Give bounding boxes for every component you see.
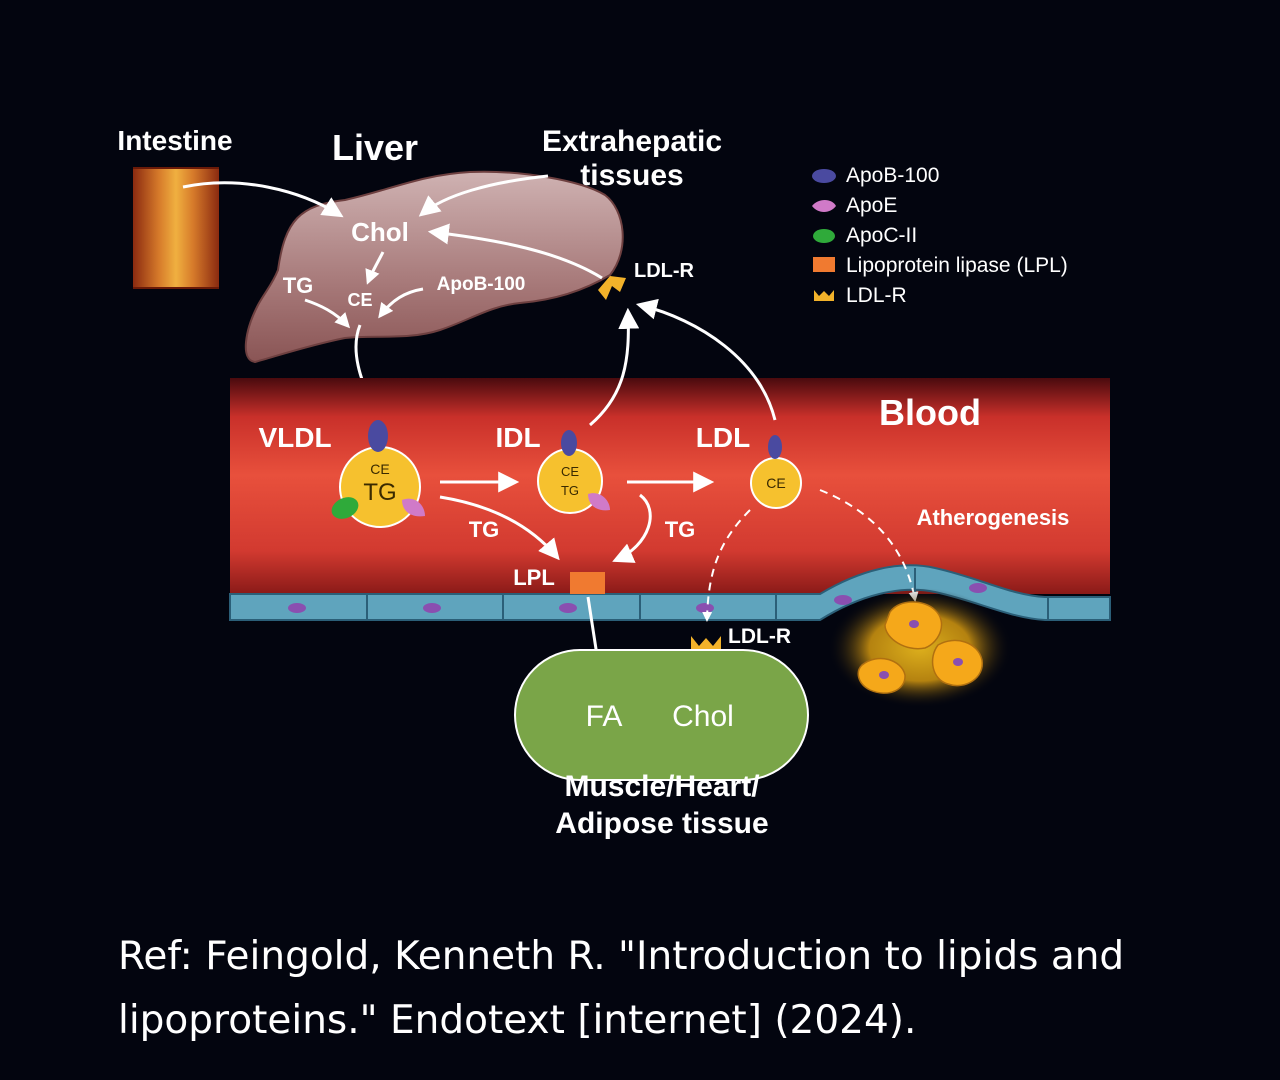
liver-ldlr-label: LDL-R	[634, 260, 695, 282]
liver-ldl-receptor-icon	[598, 276, 626, 300]
lpl-label: LPL	[513, 565, 555, 590]
legend: ApoB-100 ApoE ApoC-II Lipoprotein lipase…	[812, 164, 1068, 307]
vldl-tg-label: TG	[363, 479, 396, 506]
citation: Ref: Feingold, Kenneth R. "Introduction …	[118, 925, 1218, 1053]
liver-tg-label: TG	[283, 273, 314, 298]
liver-arrows	[182, 174, 603, 414]
tissue-chol-label: Chol	[672, 700, 734, 733]
blood-label: Blood	[879, 392, 981, 433]
ldl-particle: CE	[750, 435, 802, 509]
peripheral-tissue	[514, 649, 809, 781]
legend-item-ldlr: LDL-R	[846, 284, 907, 307]
legend-item-apob100: ApoB-100	[846, 164, 939, 187]
vldl-label: VLDL	[258, 422, 331, 453]
legend-item-apoe: ApoE	[846, 194, 897, 217]
legend-apob100-icon	[812, 169, 836, 183]
tg-left-label: TG	[469, 517, 500, 542]
liver	[244, 170, 624, 364]
vldl-apoe-icon	[402, 498, 425, 517]
legend-item-lpl: Lipoprotein lipase (LPL)	[846, 254, 1068, 277]
idl-particle: CE TG	[537, 430, 610, 514]
ldl-label: LDL	[696, 422, 750, 453]
idl-ce-label: CE	[561, 464, 579, 479]
legend-lpl-icon	[813, 257, 835, 272]
liver-ce-label: CE	[347, 290, 372, 310]
vldl-particle: CE TG	[331, 420, 425, 528]
vldl-apoc2-icon	[331, 497, 359, 519]
idl-apoe-icon	[588, 493, 610, 511]
foam-cells	[828, 588, 1012, 708]
legend-ldlr-icon	[814, 290, 834, 301]
extrahepatic-label-line1: Extrahepatic	[542, 125, 722, 158]
tissue-ldlr-label: LDL-R	[728, 625, 791, 648]
ldl-apob100-icon	[768, 435, 782, 459]
ldl-ce-label: CE	[766, 475, 785, 491]
legend-item-apoc2: ApoC-II	[846, 224, 917, 247]
liver-chol-label: Chol	[351, 217, 409, 247]
idl-tg-label: TG	[561, 483, 579, 498]
legend-apoc2-icon	[813, 229, 835, 243]
idl-apob100-icon	[561, 430, 577, 456]
lipoprotein-metabolism-diagram: Intestine Liver Extrahepatic tissues Cho…	[117, 125, 1111, 840]
tissue-label-line1: Muscle/Heart/	[564, 770, 760, 803]
vldl-apob100-icon	[368, 420, 388, 452]
atherogenesis-label: Atherogenesis	[917, 505, 1070, 530]
liver-apob100-label: ApoB-100	[437, 274, 526, 295]
legend-apoe-icon	[812, 200, 836, 212]
citation-line1: Ref: Feingold, Kenneth R. "Introduction …	[118, 934, 1125, 979]
extrahepatic-label-line2: tissues	[580, 159, 683, 192]
idl-label: IDL	[495, 422, 540, 453]
citation-line2: lipoproteins." Endotext [internet] (2024…	[118, 998, 917, 1043]
lpl-enzyme-icon	[570, 572, 605, 594]
fa-label: FA	[586, 700, 623, 733]
tissue-label-line2: Adipose tissue	[555, 807, 768, 840]
tg-right-label: TG	[665, 517, 696, 542]
intestine-label: Intestine	[117, 125, 232, 156]
intestine	[133, 167, 219, 289]
vldl-ce-label: CE	[370, 461, 389, 477]
liver-label: Liver	[332, 127, 418, 168]
